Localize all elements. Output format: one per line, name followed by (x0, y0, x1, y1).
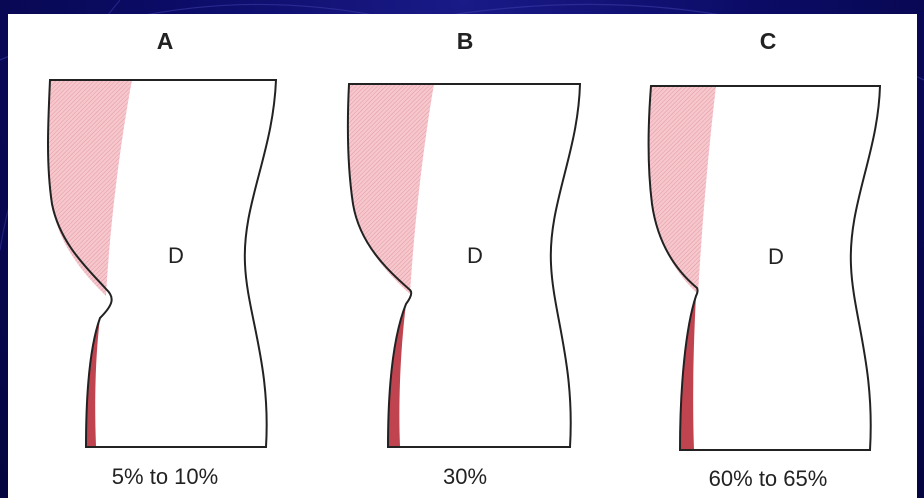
figure-b-percentage: 30% (443, 464, 487, 489)
figure-a-pink-region (48, 80, 132, 296)
figure-b-region-label: D (467, 243, 483, 268)
figure-c-region-label: D (768, 244, 784, 269)
figure-panel: A D 5% to 10% B D 30% C (8, 14, 917, 498)
figure-c-pink-region (649, 86, 717, 294)
tooth-diagram: A D 5% to 10% B D 30% C (8, 14, 917, 498)
figure-a-region-label: D (168, 243, 184, 268)
figure-c: C D 60% to 65% (649, 28, 881, 491)
figure-b-title: B (457, 28, 474, 54)
figure-a: A D 5% to 10% (48, 28, 276, 489)
figure-b: B D 30% (348, 28, 580, 489)
figure-c-title: C (760, 28, 777, 54)
figure-a-percentage: 5% to 10% (112, 464, 218, 489)
figure-a-title: A (157, 28, 174, 54)
figure-c-percentage: 60% to 65% (709, 466, 828, 491)
figure-b-pink-region (348, 84, 434, 294)
